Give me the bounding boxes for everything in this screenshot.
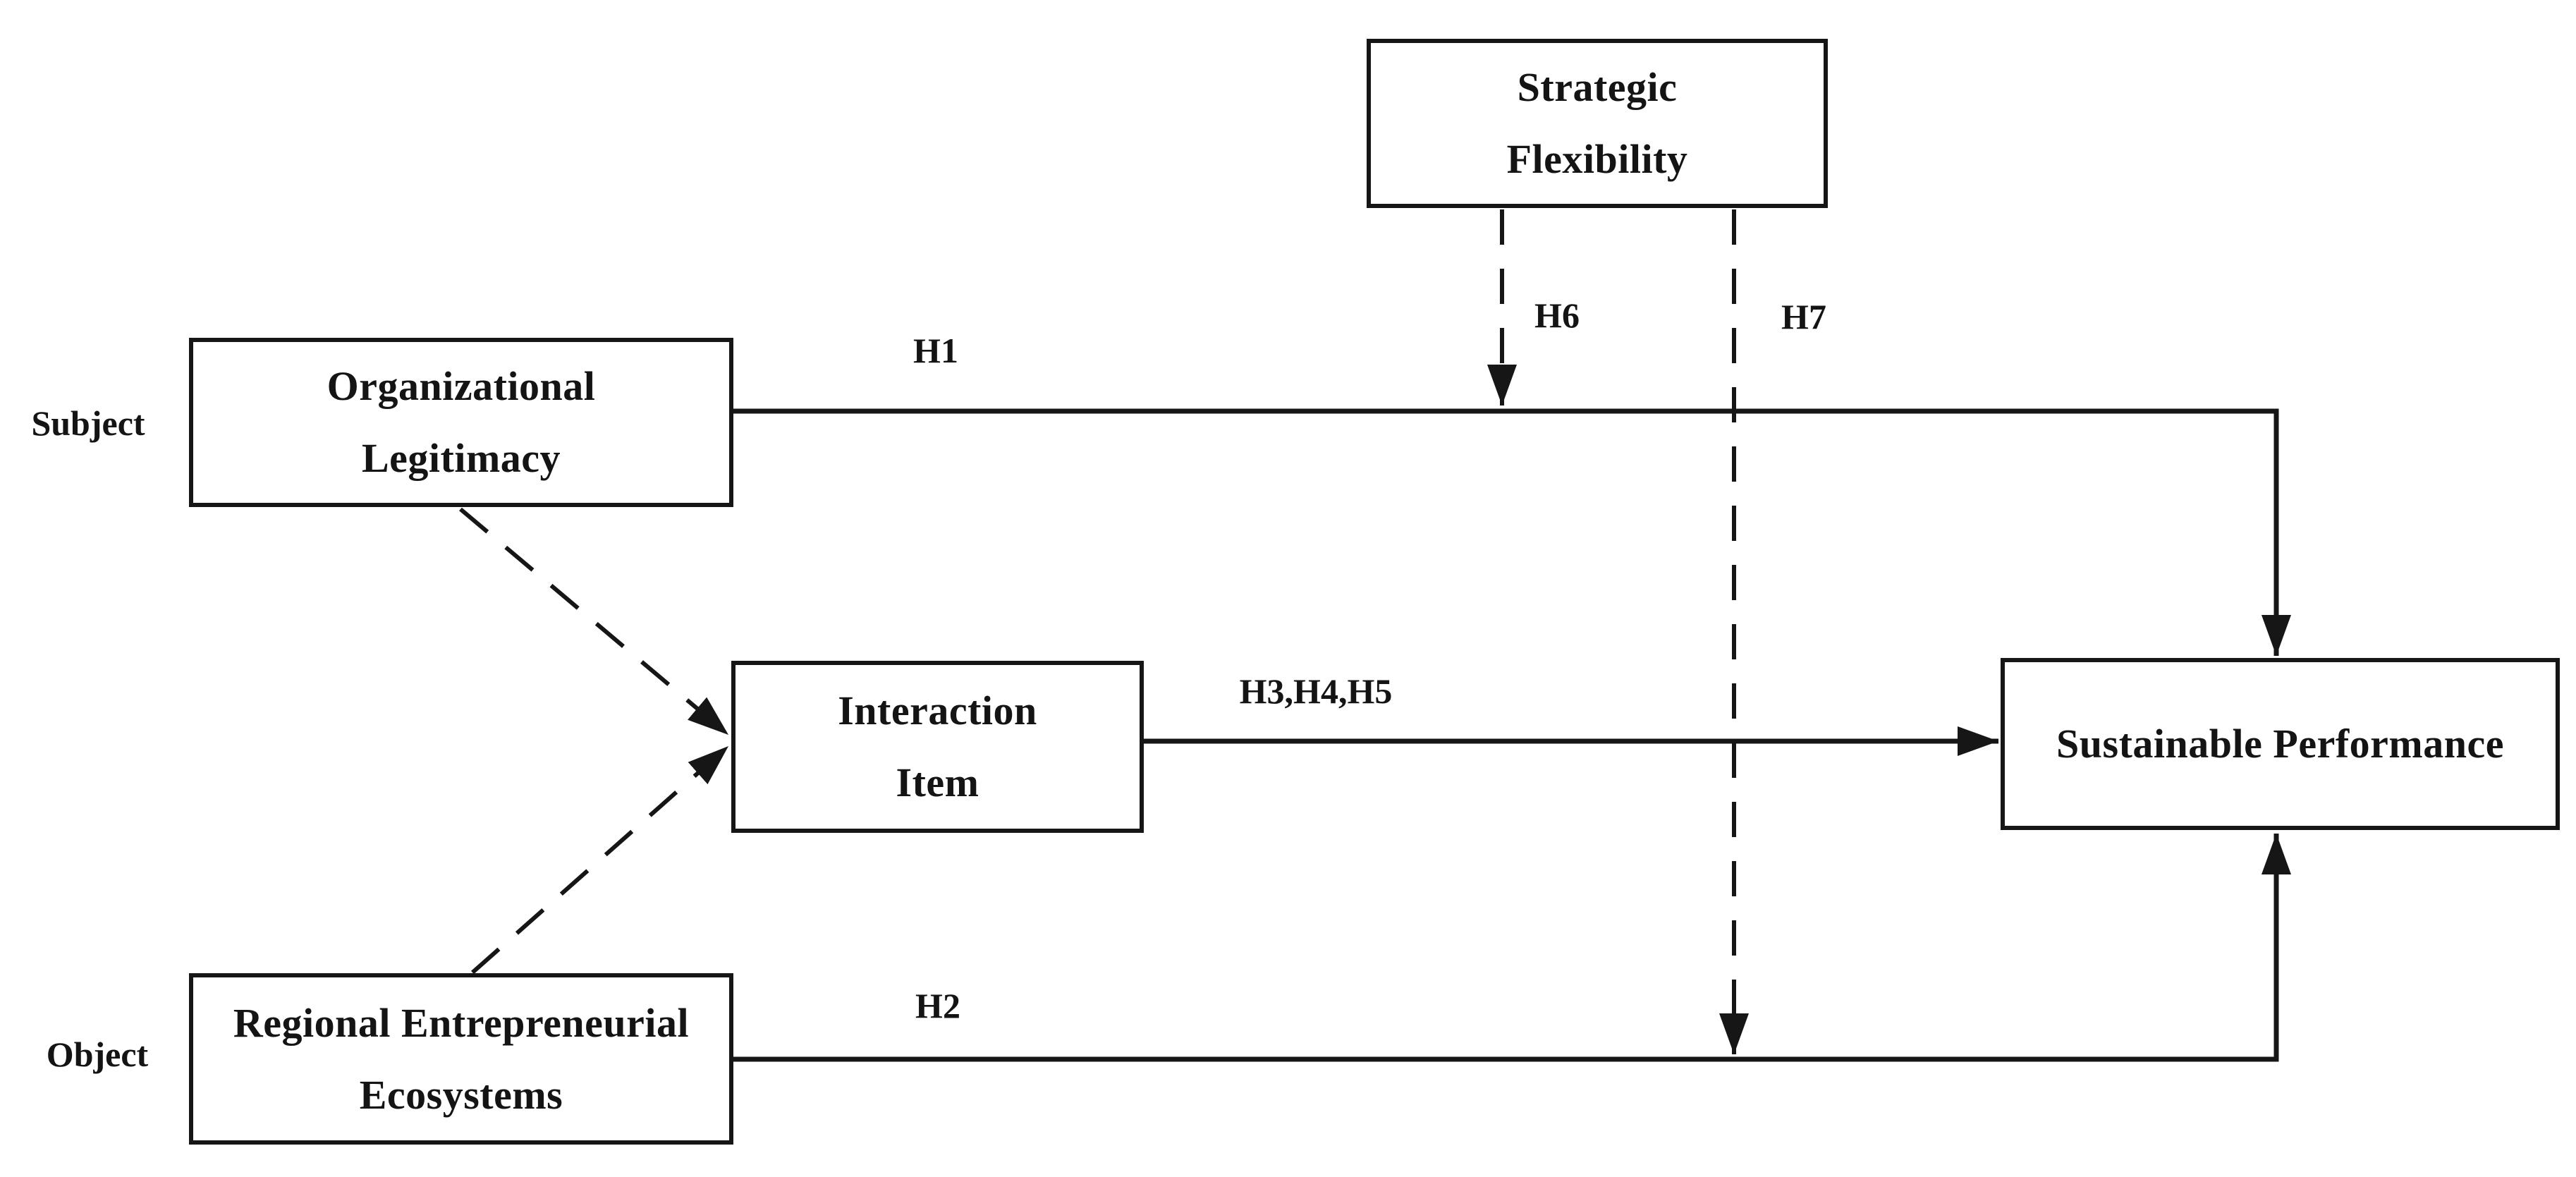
edge-h1-arrow <box>733 408 2291 656</box>
node-label-line: Regional Entrepreneurial <box>233 999 690 1046</box>
node-label-line: Sustainable Performance <box>2056 721 2504 767</box>
edge-label-h6: H6 <box>1534 295 1580 335</box>
side-label-object: Object <box>46 1035 149 1074</box>
node-interaction-item: Interaction Item <box>731 661 1144 833</box>
edge-label-h1: H1 <box>913 331 958 370</box>
edge-label-h7: H7 <box>1781 297 1826 336</box>
edge-legitimacy-to-interaction-dashed-arrow <box>459 507 730 737</box>
node-organizational-legitimacy: Organizational Legitimacy <box>189 338 733 507</box>
edge-h2-arrow <box>733 834 2291 1062</box>
node-sustainable-performance: Sustainable Performance <box>2001 658 2560 830</box>
edge-ecosystems-to-interaction-dashed-arrow <box>471 744 730 975</box>
node-label-line: Ecosystems <box>359 1071 563 1118</box>
edge-label-h2: H2 <box>915 986 960 1025</box>
node-strategic-flexibility: Strategic Flexibility <box>1367 39 1828 208</box>
side-label-subject: Subject <box>31 403 145 443</box>
node-label-line: Organizational <box>326 363 596 409</box>
node-regional-entrepreneurial-ecosystems: Regional Entrepreneurial Ecosystems <box>189 973 733 1145</box>
edge-label-h3h4h5: H3,H4,H5 <box>1239 671 1393 711</box>
node-label-line: Interaction <box>838 688 1037 733</box>
node-label-line: Strategic <box>1517 64 1678 110</box>
node-label-line: Flexibility <box>1506 136 1688 182</box>
node-label-line: Item <box>896 760 979 805</box>
node-label-line: Legitimacy <box>361 435 561 481</box>
